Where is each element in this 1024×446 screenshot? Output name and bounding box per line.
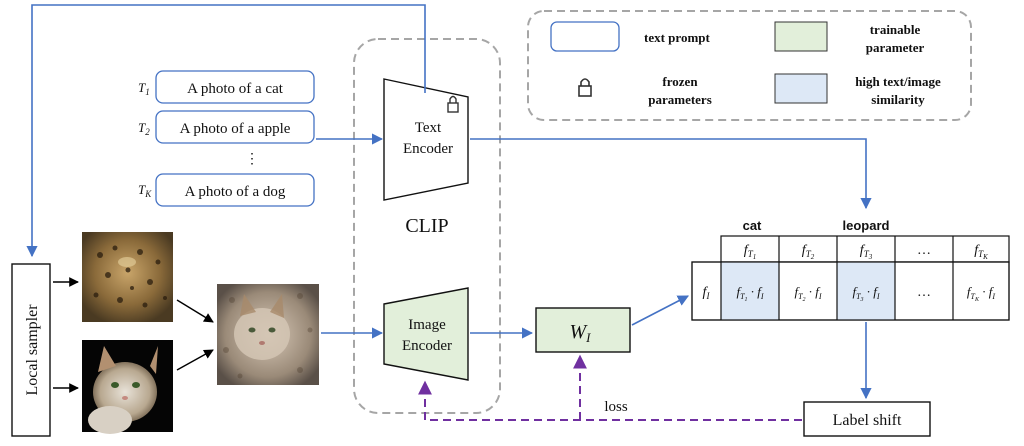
legend-trainable-label-2: parameter: [866, 40, 925, 55]
arrow-cat-to-mix: [176, 349, 214, 371]
prompt-t2-text: A photo of a apple: [180, 121, 291, 137]
prompt-tk-box: [155, 173, 315, 207]
legend-trainable-label-1: trainable: [870, 22, 921, 37]
cat-photo: [82, 340, 173, 434]
label-shift-box: [803, 401, 931, 437]
matrix-row-label: fI: [703, 285, 711, 301]
leopard-photo: [82, 232, 173, 322]
arrow-weight-to-matrix: [631, 295, 689, 326]
text-encoder: [383, 78, 469, 201]
legend-similarity-swatch: [774, 73, 828, 104]
local-sampler-label: Local sampler: [24, 304, 41, 396]
loss-label: loss: [604, 399, 628, 415]
text-encoder-lock-icon: [447, 95, 459, 113]
similarity-matrix: [691, 235, 1010, 321]
image-encoder: [383, 287, 469, 381]
legend-similarity-label-1: high text/image: [855, 74, 941, 89]
matrix-cell-ellipsis: …: [917, 285, 931, 300]
prompt-t1-label: T1: [138, 80, 150, 97]
text-encoder-label-2: Encoder: [403, 141, 453, 157]
weight-box: [535, 307, 631, 353]
label-shift-label: Label shift: [833, 412, 902, 429]
prompt-t2-label: T2: [138, 120, 150, 137]
image-encoder-label-2: Encoder: [402, 338, 452, 354]
matrix-header-ellipsis: …: [917, 243, 931, 258]
prompt-t2-box: [155, 110, 315, 144]
loss-to-image-encoder: [418, 380, 802, 421]
local-sampler-box: [11, 263, 51, 437]
weight-label: WI: [569, 321, 591, 345]
prompt-tk-label: TK: [138, 182, 152, 199]
prompt-t1-text: A photo of a cat: [187, 81, 284, 97]
lock-icon: [578, 78, 592, 97]
arrow-text-encoder-to-matrix: [470, 138, 872, 210]
text-encoder-label-1: Text: [415, 120, 442, 136]
image-encoder-label-1: Image: [408, 317, 446, 333]
prompt-t1-box: [155, 70, 315, 104]
matrix-col-title-cat: cat: [743, 218, 762, 233]
prompt-tk-text: A photo of a dog: [185, 184, 286, 200]
legend-frozen-label-1: frozen: [662, 74, 698, 89]
legend-trainable-swatch: [774, 21, 828, 52]
legend-text-prompt-swatch: [550, 21, 620, 52]
arrow-text-encoder-to-local-sampler: [26, 4, 426, 258]
legend-box: [527, 10, 972, 121]
clip-label: CLIP: [405, 215, 448, 237]
legend-text-prompt-label: text prompt: [644, 30, 711, 45]
legend-frozen-label-2: parameters: [648, 92, 712, 107]
mixed-cat-leopard-photo: [217, 284, 319, 385]
prompt-ellipsis: ⋮: [245, 152, 259, 167]
arrow-leopard-to-mix: [176, 299, 214, 323]
legend-similarity-label-2: similarity: [871, 92, 925, 107]
matrix-col-title-leopard: leopard: [843, 218, 890, 233]
clip-container: [353, 38, 501, 414]
